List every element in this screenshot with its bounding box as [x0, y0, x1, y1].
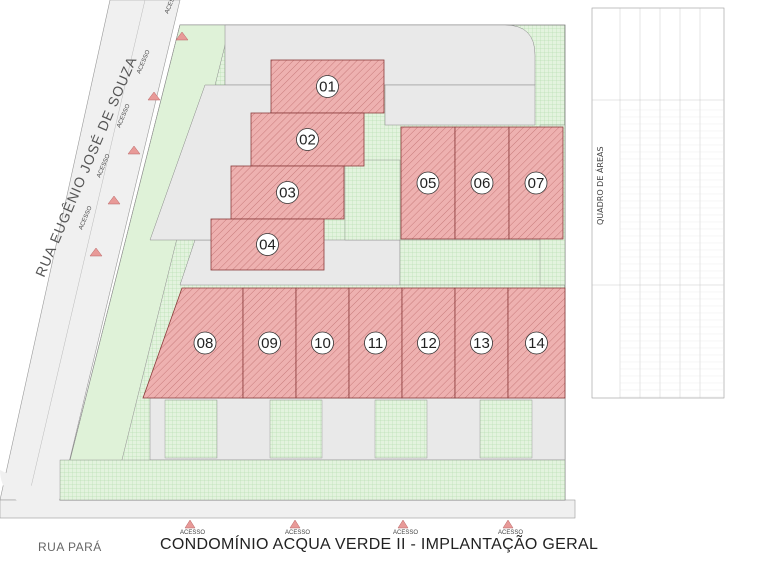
access-label: ACESSO — [285, 530, 310, 536]
lot-number: 03 — [279, 185, 296, 202]
lot-number: 14 — [528, 335, 545, 352]
access-marker: ACESSO — [285, 519, 310, 536]
access-arrow-icon — [184, 519, 196, 529]
lot-number: 02 — [299, 132, 316, 149]
access-label: ACESSO — [393, 530, 418, 536]
lot-number: 11 — [368, 335, 384, 352]
access-arrow-icon — [397, 519, 409, 529]
lot-label: 10 — [311, 331, 334, 355]
lot-label: 08 — [193, 331, 217, 355]
lot-number: 05 — [420, 175, 437, 192]
access-arrow-icon — [289, 519, 301, 529]
lot-label: 13 — [470, 331, 493, 355]
lot-number: 06 — [474, 175, 491, 192]
lot-number: 04 — [259, 237, 276, 254]
page-title: CONDOMÍNIO ACQUA VERDE II - IMPLANTAÇÃO … — [160, 536, 599, 553]
access-marker: ACESSO — [498, 519, 523, 536]
areas-table: QUADRO DE ÁREAS — [591, 7, 725, 399]
lot-label: 07 — [524, 171, 548, 195]
lot-number: 13 — [473, 335, 490, 352]
lot-label: 02 — [296, 128, 319, 151]
lot-number: 07 — [528, 175, 545, 192]
access-arrow-icon — [147, 91, 161, 101]
street-label-bottom: RUA PARÁ — [38, 540, 102, 554]
access-marker: ACESSO — [180, 519, 205, 536]
lot-number: 12 — [420, 335, 437, 352]
access-arrow-icon — [502, 519, 514, 529]
lot-number: 10 — [314, 335, 331, 352]
access-arrow-icon — [107, 195, 121, 205]
lot-label: 14 — [525, 331, 548, 355]
access-arrow-icon — [175, 31, 189, 41]
access-label: ACESSO — [498, 530, 523, 536]
access-arrow-icon — [127, 145, 141, 155]
lot-label: 01 — [316, 75, 339, 98]
lot-label: 11 — [364, 331, 387, 355]
access-label: ACESSO — [180, 530, 205, 536]
lot-label: 03 — [276, 181, 299, 204]
street-bottom — [0, 499, 576, 519]
lot-label: 05 — [416, 171, 440, 195]
lot-label: 04 — [256, 233, 279, 256]
lot-label: 09 — [258, 331, 281, 355]
access-arrow-icon — [89, 247, 103, 257]
lot-number: 08 — [197, 335, 214, 352]
lot-number: 01 — [319, 79, 336, 96]
lot-label: 12 — [417, 331, 440, 355]
lot-number: 09 — [261, 335, 278, 352]
lot-label: 06 — [470, 171, 494, 195]
access-marker: ACESSO — [393, 519, 418, 536]
areas-table-title: QUADRO DE ÁREAS — [594, 146, 605, 225]
